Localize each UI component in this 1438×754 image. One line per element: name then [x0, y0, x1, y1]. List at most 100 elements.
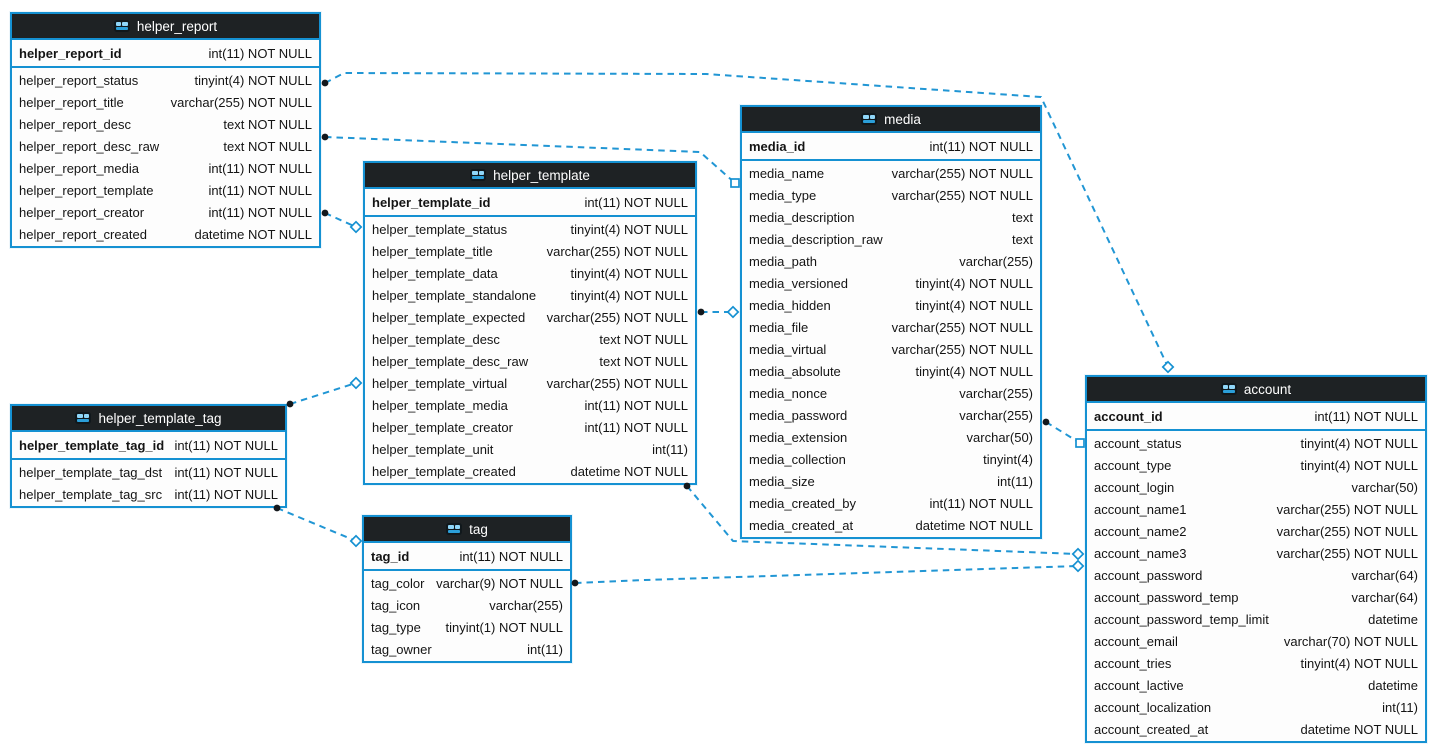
column-type: tinyint(4) NOT NULL: [194, 72, 312, 88]
column-type: varchar(255): [959, 385, 1033, 401]
table-row[interactable]: helper_report_desc text NOT NULL: [12, 113, 319, 135]
column-name: media_path: [749, 253, 817, 269]
table-row[interactable]: helper_template_created datetime NOT NUL…: [365, 460, 695, 482]
primary-key-row[interactable]: helper_report_id int(11) NOT NULL: [12, 40, 319, 68]
table-row[interactable]: helper_template_desc text NOT NULL: [365, 328, 695, 350]
table-row[interactable]: tag_type tinyint(1) NOT NULL: [364, 616, 570, 638]
table-row[interactable]: account_password_temp varchar(64): [1087, 586, 1425, 608]
column-type: tinyint(4): [983, 451, 1033, 467]
column-name: helper_report_media: [19, 160, 139, 176]
table-row[interactable]: media_size int(11): [742, 470, 1040, 492]
table-row[interactable]: media_absolute tinyint(4) NOT NULL: [742, 360, 1040, 382]
pk-column-name: account_id: [1094, 408, 1163, 424]
table-row[interactable]: account_password_temp_limit datetime: [1087, 608, 1425, 630]
column-type: int(11) NOT NULL: [584, 419, 688, 435]
table-row[interactable]: helper_report_status tinyint(4) NOT NULL: [12, 69, 319, 91]
table-row[interactable]: helper_template_data tinyint(4) NOT NULL: [365, 262, 695, 284]
column-name: helper_report_desc_raw: [19, 138, 160, 154]
table-row[interactable]: media_nonce varchar(255): [742, 382, 1040, 404]
table-row[interactable]: account_tries tinyint(4) NOT NULL: [1087, 652, 1425, 674]
table-row[interactable]: helper_template_unit int(11): [365, 438, 695, 460]
table-row[interactable]: media_type varchar(255) NOT NULL: [742, 184, 1040, 206]
column-name: account_password_temp_limit: [1094, 611, 1269, 627]
entity-account[interactable]: account account_id int(11) NOT NULL acco…: [1085, 375, 1427, 743]
table-row[interactable]: helper_template_media int(11) NOT NULL: [365, 394, 695, 416]
table-row[interactable]: media_created_at datetime NOT NULL: [742, 514, 1040, 536]
table-row[interactable]: helper_report_created datetime NOT NULL: [12, 223, 319, 245]
primary-key-row[interactable]: tag_id int(11) NOT NULL: [364, 543, 570, 571]
column-name: helper_template_status: [372, 221, 508, 237]
table-row[interactable]: media_password varchar(255): [742, 404, 1040, 426]
entity-header[interactable]: account: [1087, 377, 1425, 403]
entity-helper_template_tag[interactable]: helper_template_tag helper_template_tag_…: [10, 404, 287, 508]
entity-header[interactable]: helper_template: [365, 163, 695, 189]
table-row[interactable]: media_description text: [742, 206, 1040, 228]
pk-column-name: helper_template_id: [372, 194, 491, 210]
table-icon: [75, 412, 92, 424]
columns-section: account_status tinyint(4) NOT NULL accou…: [1087, 431, 1425, 741]
table-row[interactable]: account_status tinyint(4) NOT NULL: [1087, 432, 1425, 454]
primary-key-row[interactable]: helper_template_tag_id int(11) NOT NULL: [12, 432, 285, 460]
table-row[interactable]: tag_icon varchar(255): [364, 594, 570, 616]
table-row[interactable]: account_localization int(11): [1087, 696, 1425, 718]
table-row[interactable]: helper_template_title varchar(255) NOT N…: [365, 240, 695, 262]
table-row[interactable]: helper_template_standalone tinyint(4) NO…: [365, 284, 695, 306]
table-row[interactable]: helper_template_desc_raw text NOT NULL: [365, 350, 695, 372]
table-row[interactable]: helper_report_template int(11) NOT NULL: [12, 179, 319, 201]
entity-header[interactable]: helper_template_tag: [12, 406, 285, 432]
column-type: tinyint(4) NOT NULL: [570, 221, 688, 237]
column-name: account_name3: [1094, 545, 1187, 561]
table-row[interactable]: account_lactive datetime: [1087, 674, 1425, 696]
primary-key-row[interactable]: media_id int(11) NOT NULL: [742, 133, 1040, 161]
entity-helper_template[interactable]: helper_template helper_template_id int(1…: [363, 161, 697, 485]
table-row[interactable]: helper_template_virtual varchar(255) NOT…: [365, 372, 695, 394]
table-row[interactable]: media_created_by int(11) NOT NULL: [742, 492, 1040, 514]
table-row[interactable]: helper_template_tag_src int(11) NOT NULL: [12, 483, 285, 505]
entity-tag[interactable]: tag tag_id int(11) NOT NULL tag_color va…: [362, 515, 572, 663]
column-name: media_size: [749, 473, 815, 489]
table-row[interactable]: helper_template_status tinyint(4) NOT NU…: [365, 218, 695, 240]
table-row[interactable]: media_virtual varchar(255) NOT NULL: [742, 338, 1040, 360]
table-row[interactable]: media_path varchar(255): [742, 250, 1040, 272]
column-type: varchar(64): [1351, 589, 1418, 605]
table-row[interactable]: account_name1 varchar(255) NOT NULL: [1087, 498, 1425, 520]
table-row[interactable]: media_name varchar(255) NOT NULL: [742, 162, 1040, 184]
column-type: int(11): [1382, 699, 1418, 715]
table-row[interactable]: tag_color varchar(9) NOT NULL: [364, 572, 570, 594]
table-row[interactable]: helper_report_desc_raw text NOT NULL: [12, 135, 319, 157]
table-row[interactable]: account_login varchar(50): [1087, 476, 1425, 498]
table-row[interactable]: media_versioned tinyint(4) NOT NULL: [742, 272, 1040, 294]
table-row[interactable]: account_email varchar(70) NOT NULL: [1087, 630, 1425, 652]
table-row[interactable]: helper_report_media int(11) NOT NULL: [12, 157, 319, 179]
primary-key-row[interactable]: helper_template_id int(11) NOT NULL: [365, 189, 695, 217]
table-row[interactable]: media_hidden tinyint(4) NOT NULL: [742, 294, 1040, 316]
table-row[interactable]: media_extension varchar(50): [742, 426, 1040, 448]
table-row[interactable]: account_name2 varchar(255) NOT NULL: [1087, 520, 1425, 542]
column-name: media_created_by: [749, 495, 856, 511]
column-name: account_password: [1094, 567, 1203, 583]
table-icon: [861, 113, 878, 125]
table-row[interactable]: helper_template_creator int(11) NOT NULL: [365, 416, 695, 438]
column-type: int(11) NOT NULL: [584, 397, 688, 413]
column-type: int(11): [997, 473, 1033, 489]
table-row[interactable]: account_created_at datetime NOT NULL: [1087, 718, 1425, 740]
table-row[interactable]: helper_report_title varchar(255) NOT NUL…: [12, 91, 319, 113]
table-row[interactable]: account_password varchar(64): [1087, 564, 1425, 586]
table-row[interactable]: media_description_raw text: [742, 228, 1040, 250]
table-row[interactable]: account_type tinyint(4) NOT NULL: [1087, 454, 1425, 476]
column-type: tinyint(4) NOT NULL: [915, 363, 1033, 379]
table-row[interactable]: account_name3 varchar(255) NOT NULL: [1087, 542, 1425, 564]
table-row[interactable]: helper_template_expected varchar(255) NO…: [365, 306, 695, 328]
entity-header[interactable]: helper_report: [12, 14, 319, 40]
table-row[interactable]: media_collection tinyint(4): [742, 448, 1040, 470]
entity-header[interactable]: tag: [364, 517, 570, 543]
pk-column-type: int(11) NOT NULL: [174, 437, 278, 453]
primary-key-row[interactable]: account_id int(11) NOT NULL: [1087, 403, 1425, 431]
entity-helper_report[interactable]: helper_report helper_report_id int(11) N…: [10, 12, 321, 248]
entity-header[interactable]: media: [742, 107, 1040, 133]
table-row[interactable]: media_file varchar(255) NOT NULL: [742, 316, 1040, 338]
entity-media[interactable]: media media_id int(11) NOT NULL media_na…: [740, 105, 1042, 539]
table-row[interactable]: tag_owner int(11): [364, 638, 570, 660]
table-row[interactable]: helper_template_tag_dst int(11) NOT NULL: [12, 461, 285, 483]
table-row[interactable]: helper_report_creator int(11) NOT NULL: [12, 201, 319, 223]
